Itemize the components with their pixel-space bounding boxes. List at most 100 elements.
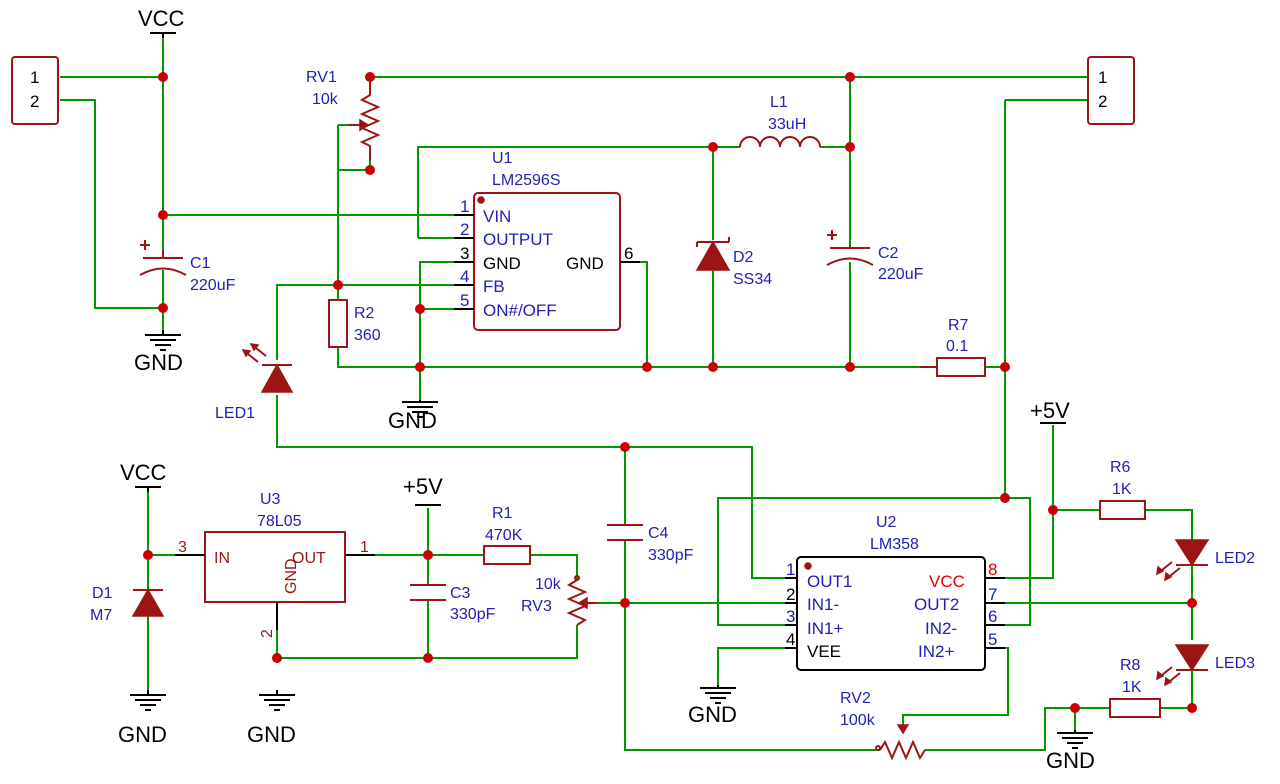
- potentiometer-rv3: 10k RV3: [521, 575, 597, 626]
- r8-ref: R8: [1120, 657, 1141, 674]
- capacitor-c2: C2 220uF: [826, 230, 924, 283]
- svg-text:VEE: VEE: [807, 642, 841, 661]
- output-connector-pin1: 1: [1098, 68, 1107, 87]
- rv2-value: 100k: [840, 712, 876, 729]
- svg-text:3: 3: [178, 539, 187, 556]
- potentiometer-rv2: RV2 100k: [840, 690, 926, 761]
- d2-value: SS34: [733, 271, 772, 288]
- svg-text:GND: GND: [566, 254, 604, 273]
- led1-ref: LED1: [215, 405, 255, 422]
- rv3-ref: RV3: [521, 598, 552, 615]
- r6-ref: R6: [1110, 459, 1131, 476]
- svg-text:2: 2: [786, 585, 795, 604]
- c2-value: 220uF: [878, 266, 924, 283]
- u1-ref: U1: [492, 150, 513, 167]
- input-connector: 1 2: [11, 56, 59, 125]
- svg-text:IN: IN: [214, 550, 230, 567]
- u3-value: 78L05: [257, 513, 302, 530]
- svg-text:3: 3: [786, 607, 795, 626]
- svg-text:5: 5: [460, 291, 469, 310]
- svg-text:IN1-: IN1-: [807, 595, 839, 614]
- svg-text:1: 1: [360, 539, 369, 556]
- junctions: [143, 72, 1197, 713]
- svg-text:6: 6: [624, 244, 633, 263]
- svg-text:GND: GND: [688, 702, 737, 727]
- l1-value: 33uH: [768, 116, 806, 133]
- svg-text:GND: GND: [483, 254, 521, 273]
- svg-text:GND: GND: [134, 350, 183, 375]
- plus5v-symbol-u2: +5V: [1030, 398, 1070, 424]
- input-connector-pin2: 2: [30, 92, 39, 111]
- capacitor-c4: C4 330pF: [607, 524, 694, 564]
- svg-text:+5V: +5V: [403, 474, 443, 499]
- c4-ref: C4: [648, 525, 669, 542]
- rv2-ref: RV2: [840, 690, 871, 707]
- rv1-value: 10k: [312, 91, 339, 108]
- c1-value: 220uF: [190, 277, 236, 294]
- u3-ref: U3: [260, 491, 281, 508]
- c1-ref: C1: [190, 255, 211, 272]
- r1-ref: R1: [492, 505, 513, 522]
- svg-text:6: 6: [988, 607, 997, 626]
- gnd-symbol-u3: GND: [247, 690, 296, 747]
- output-connector: 1 2: [1087, 56, 1135, 125]
- wires: [60, 38, 1193, 751]
- svg-text:VCC: VCC: [138, 6, 185, 31]
- capacitor-c1: C1 220uF: [139, 240, 236, 294]
- opamp-u2: U2 LM358 1 2 3 4 OUT1 IN1- IN1+ VEE 8 7 …: [785, 514, 1005, 671]
- svg-text:GND: GND: [118, 722, 167, 747]
- svg-text:VIN: VIN: [483, 207, 511, 226]
- svg-text:7: 7: [988, 585, 997, 604]
- output-connector-pin2: 2: [1098, 92, 1107, 111]
- svg-text:+5V: +5V: [1030, 398, 1070, 423]
- plus5v-symbol-u3: +5V: [403, 474, 443, 506]
- led3-ref: LED3: [1215, 655, 1255, 672]
- r1-value: 470K: [485, 527, 523, 544]
- svg-text:5: 5: [988, 630, 997, 649]
- resistor-r7: R7 0.1: [920, 317, 986, 377]
- svg-text:GND: GND: [1046, 748, 1095, 773]
- r7-ref: R7: [948, 317, 969, 334]
- led-led2: LED2: [1156, 539, 1255, 582]
- svg-text:OUT: OUT: [292, 550, 326, 567]
- resistor-r6: R6 1K: [1099, 459, 1146, 520]
- led2-ref: LED2: [1215, 550, 1255, 567]
- vcc-symbol-top: VCC: [138, 6, 185, 38]
- svg-text:2: 2: [460, 220, 469, 239]
- gnd-symbol-r8: GND: [1046, 730, 1095, 773]
- svg-text:GND: GND: [283, 558, 300, 594]
- svg-text:4: 4: [786, 630, 795, 649]
- ic-u1: U1 LM2596S 1 2 3 4 5 6 VIN OUTPUT GND FB…: [454, 150, 640, 331]
- u2-value: LM358: [870, 536, 919, 553]
- inductor-l1: L1 33uH: [739, 94, 821, 148]
- r6-value: 1K: [1112, 481, 1132, 498]
- svg-text:2: 2: [259, 629, 276, 638]
- r2-value: 360: [354, 327, 381, 344]
- resistor-r2: R2 360: [328, 299, 381, 348]
- resistor-r1: R1 470K: [483, 505, 531, 565]
- rv1-ref: RV1: [306, 69, 337, 86]
- d2-ref: D2: [733, 249, 754, 266]
- r7-value: 0.1: [946, 338, 968, 355]
- diode-d1: D1 M7: [90, 585, 165, 624]
- svg-text:IN2+: IN2+: [918, 642, 954, 661]
- led-led1: LED1: [215, 343, 294, 422]
- gnd-symbol-u2: GND: [688, 685, 737, 727]
- c3-ref: C3: [450, 585, 471, 602]
- svg-text:8: 8: [988, 560, 997, 579]
- gnd-symbol-c1: GND: [134, 330, 183, 375]
- svg-text:GND: GND: [388, 408, 437, 433]
- potentiometer-rv1: RV1 10k: [306, 69, 381, 160]
- d1-value: M7: [90, 607, 112, 624]
- gnd-symbol-d1: GND: [118, 690, 167, 747]
- c3-value: 330pF: [450, 606, 496, 623]
- rv3-value: 10k: [535, 576, 562, 593]
- svg-text:OUT1: OUT1: [807, 572, 852, 591]
- svg-text:1: 1: [786, 560, 795, 579]
- svg-text:VCC: VCC: [929, 572, 965, 591]
- l1-ref: L1: [770, 94, 788, 111]
- svg-text:IN2-: IN2-: [925, 619, 957, 638]
- svg-text:3: 3: [460, 244, 469, 263]
- capacitor-c3: C3 330pF: [410, 584, 496, 623]
